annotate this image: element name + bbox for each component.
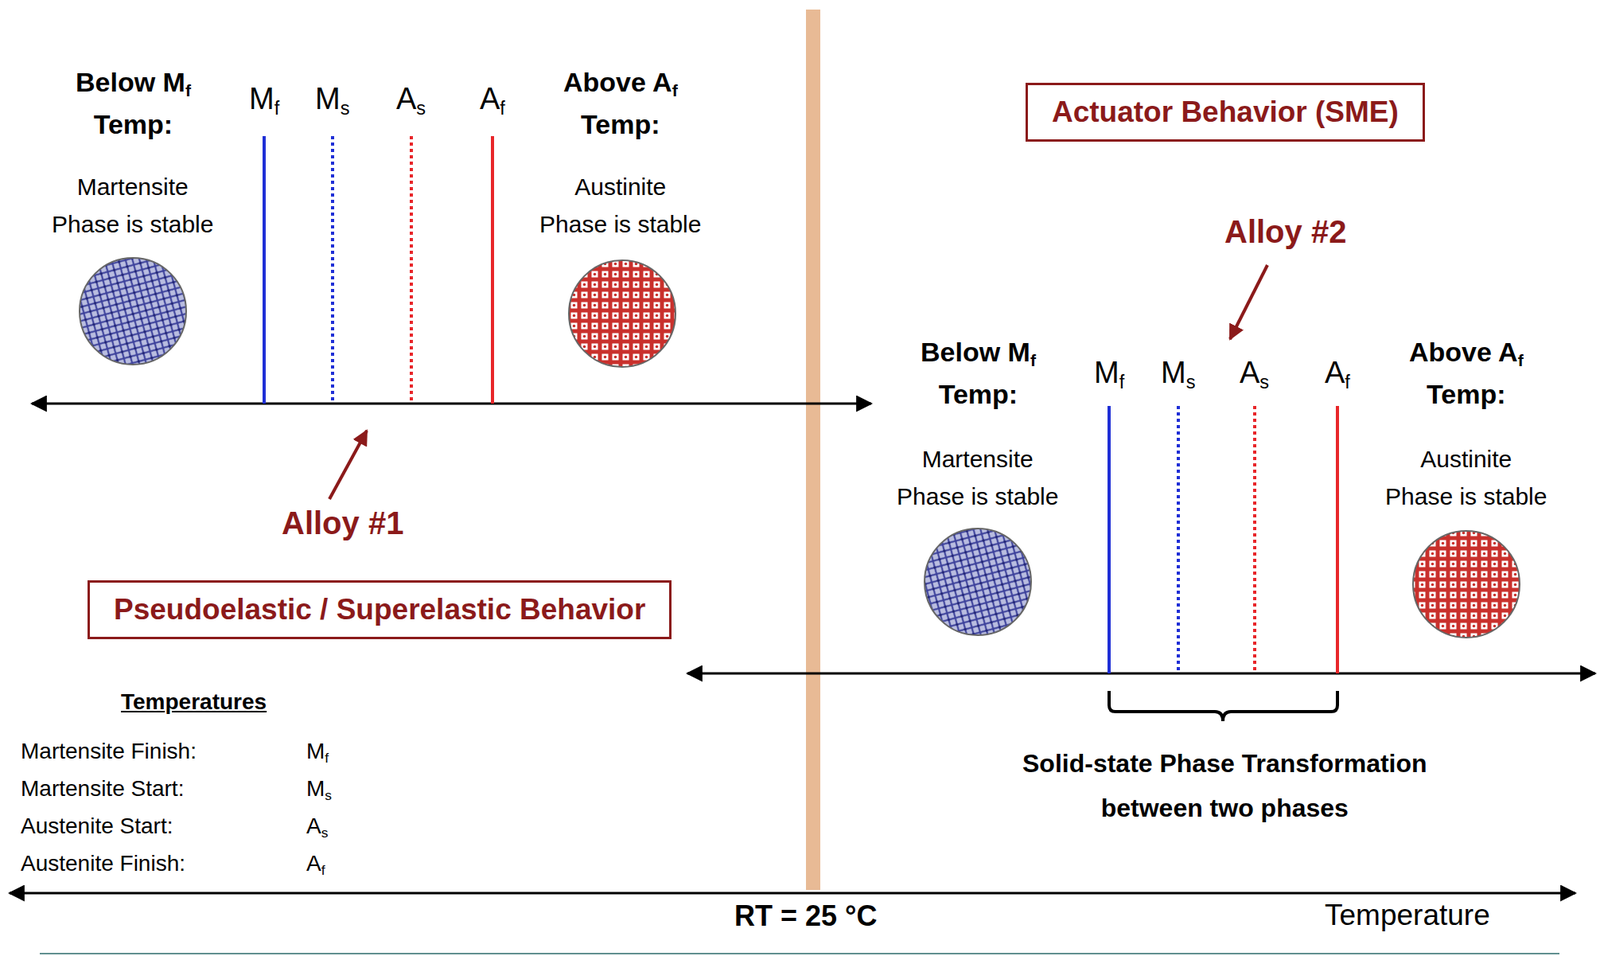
table-cell: Af: [306, 849, 326, 877]
ms-line: [1176, 405, 1180, 674]
table-cell: Ms: [306, 774, 332, 802]
leader-line: [1230, 264, 1268, 339]
temperature-axis: [31, 402, 872, 405]
room-temperature-band: [805, 9, 821, 890]
austenite-icon: [568, 260, 676, 367]
phase-heading: Above Af Temp:: [1409, 330, 1524, 415]
table-cell: Martensite Finish:: [20, 737, 197, 765]
temperature-axis: [9, 891, 1576, 895]
phase-heading: Above Af Temp:: [563, 61, 678, 145]
phase-note: Austinite Phase is stable: [539, 168, 701, 243]
af-line: [490, 136, 495, 404]
temperature-axis: [687, 672, 1596, 675]
range-bracket: [1109, 690, 1338, 721]
phase-heading: Below Mf Temp:: [920, 330, 1036, 415]
mf-line: [262, 136, 266, 404]
leader-line: [329, 430, 367, 499]
martensite-icon: [924, 528, 1032, 635]
bracket-label: Solid-state Phase Transformation between…: [1022, 740, 1428, 830]
box-title: Actuator Behavior (SME): [1051, 93, 1399, 132]
temperature-marker: Ms: [315, 81, 350, 118]
table-cell: Austenite Start:: [20, 812, 173, 840]
table-cell: Martensite Start:: [20, 774, 184, 802]
alloy-label: Alloy #2: [1224, 212, 1347, 251]
temperature-marker: Mf: [249, 81, 280, 118]
phase-heading: Below Mf Temp:: [75, 61, 191, 145]
table-cell: Mf: [306, 737, 329, 765]
temperature-marker: Af: [1324, 354, 1351, 392]
table-heading: Temperatures: [120, 688, 267, 716]
as-line: [409, 136, 413, 404]
temperature-marker: Af: [479, 81, 506, 118]
temperature-marker: Ms: [1160, 354, 1196, 392]
behavior-box: Pseudoelastic / Superelastic Behavior: [87, 580, 672, 639]
box-title: Pseudoelastic / Superelastic Behavior: [113, 590, 646, 629]
phase-note: Martensite Phase is stable: [51, 168, 214, 243]
austenite-icon: [1413, 530, 1520, 638]
as-line: [1253, 405, 1257, 674]
temperature-marker: As: [396, 81, 426, 118]
axis-title: Temperature: [1324, 897, 1491, 933]
behavior-box: Actuator Behavior (SME): [1025, 82, 1425, 142]
room-temperature-label: RT = 25 °C: [734, 898, 877, 933]
phase-note: Austinite Phase is stable: [1385, 440, 1547, 515]
alloy-label: Alloy #1: [281, 503, 404, 542]
martensite-icon: [79, 257, 187, 365]
temperature-marker: Mf: [1093, 354, 1125, 392]
mf-line: [1107, 405, 1111, 674]
af-line: [1335, 405, 1340, 674]
phase-note: Martensite Phase is stable: [896, 440, 1059, 515]
ms-line: [330, 136, 335, 404]
temperature-marker: As: [1239, 354, 1270, 392]
footer-rule: [39, 952, 1560, 954]
table-cell: As: [306, 812, 328, 840]
table-cell: Austenite Finish:: [20, 849, 186, 877]
